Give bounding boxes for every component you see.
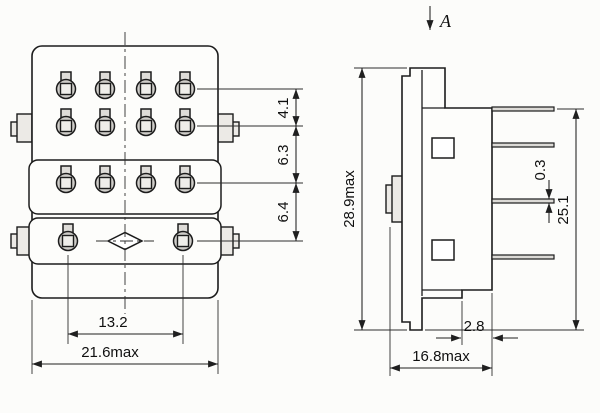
- side-view: A 28.9max 25.1: [341, 6, 584, 376]
- dim-label-overall-depth: 16.8max: [412, 348, 470, 365]
- mounting-ear: [217, 113, 234, 143]
- front-view: 4.1 6.3 6.4 13.2 21.6max: [10, 32, 303, 374]
- dim-label-row-gap-2-3: 6.3: [275, 145, 292, 166]
- contact-pin: [491, 142, 555, 148]
- pin-thickness-dimension: 0.3: [532, 160, 553, 223]
- dim-label-overall-height: 28.9max: [341, 170, 358, 228]
- dim-label-bottom-step: 2.8: [464, 318, 485, 335]
- pin-to-base-dimension: 25.1: [425, 108, 584, 331]
- dim-label-terminal-span: 13.2: [98, 314, 127, 331]
- width-dimensions: 13.2 21.6max: [31, 255, 219, 374]
- row-spacing-dimensions: 4.1 6.3 6.4: [197, 88, 303, 242]
- side-profile-outline: [401, 67, 493, 331]
- contact-pin: [491, 198, 555, 204]
- body-window: [431, 239, 455, 261]
- body-window: [431, 137, 455, 159]
- depth-dimension: 16.8max: [389, 227, 492, 376]
- height-dimension: 28.9max: [341, 67, 407, 331]
- dim-label-pin-thickness: 0.3: [532, 160, 549, 181]
- dim-label-row-gap-1-2: 4.1: [275, 98, 292, 119]
- dim-label-row-gap-3-4: 6.4: [275, 202, 292, 223]
- dim-label-overall-width: 21.6max: [81, 344, 139, 361]
- view-direction-label: A: [439, 11, 452, 31]
- contact-pin: [491, 106, 555, 112]
- contact-pin: [491, 254, 555, 260]
- mounting-ear: [16, 113, 33, 143]
- dim-label-pin-to-base: 25.1: [555, 195, 572, 224]
- bottom-step-dimension: 2.8: [436, 293, 518, 376]
